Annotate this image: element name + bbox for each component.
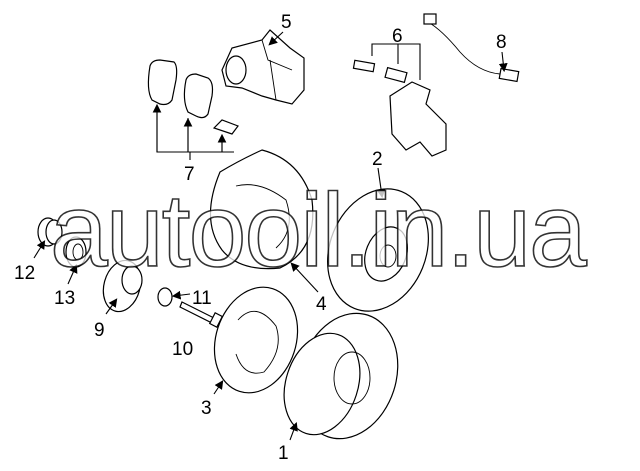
callout-13: 13 [54, 288, 75, 309]
callout-4: 4 [316, 294, 327, 315]
brake-drum-part [283, 312, 399, 440]
callout-12: 12 [14, 263, 35, 284]
leader-7 [156, 110, 234, 160]
callout-3: 3 [201, 398, 212, 419]
brake-rotor-part [327, 188, 429, 312]
watermark-text: autooil.in.ua [50, 173, 587, 289]
callout-6: 6 [392, 26, 403, 47]
brake-caliper-part [221, 29, 305, 105]
caliper-bracket-part [352, 59, 447, 157]
leader-6 [371, 43, 421, 80]
backing-plate-part [213, 286, 299, 394]
callout-11: 11 [192, 288, 212, 309]
callout-9: 9 [94, 320, 105, 341]
dust-shield-part [209, 149, 314, 270]
callout-7: 7 [184, 164, 195, 185]
brake-pads-part [147, 59, 239, 135]
callout-1: 1 [278, 443, 289, 464]
seal-part [157, 287, 173, 307]
callout-8: 8 [496, 32, 507, 53]
callout-10: 10 [172, 339, 193, 360]
hub-nut-part [37, 217, 63, 247]
callout-5: 5 [281, 12, 292, 33]
callout-2: 2 [372, 149, 383, 170]
brake-hose-part [423, 13, 520, 83]
